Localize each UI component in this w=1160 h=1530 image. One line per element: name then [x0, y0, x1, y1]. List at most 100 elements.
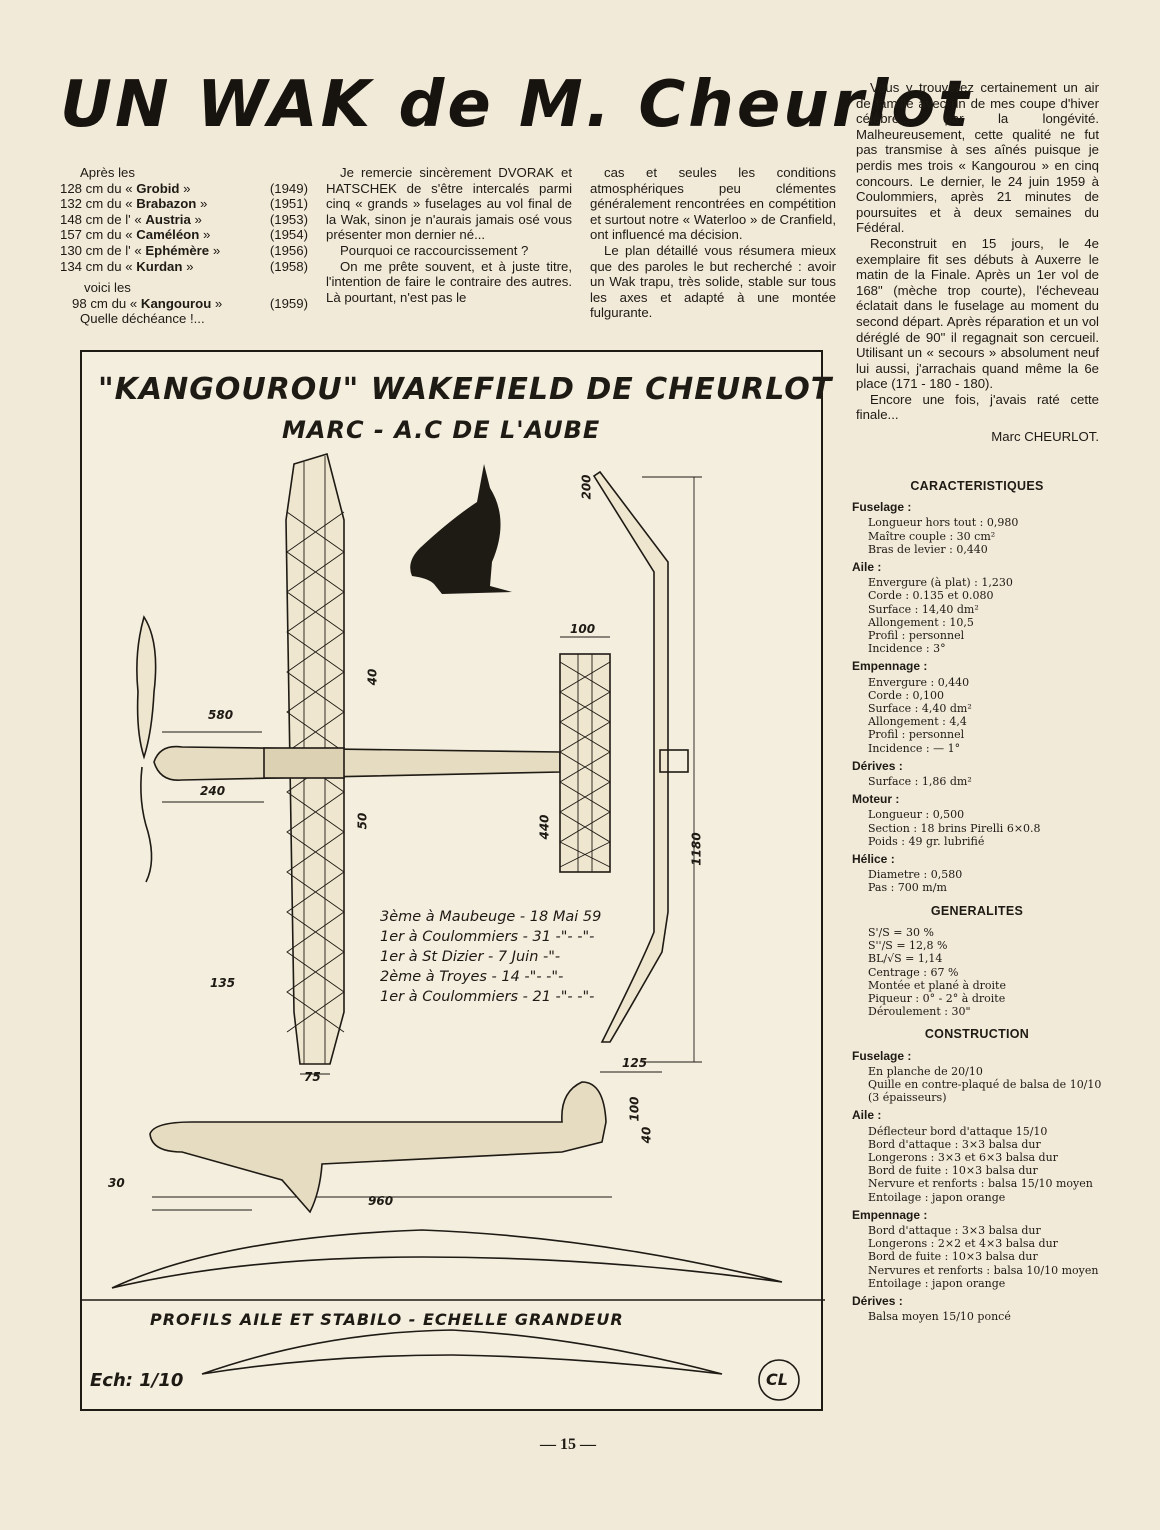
dim-label: 50: [355, 812, 370, 830]
result-line: 1er à Coulommiers - 21 -"- -"-: [380, 989, 595, 1005]
spec-item: Surface : 1,86 dm²: [868, 775, 972, 789]
section-title: CARACTERISTIQUES: [910, 479, 1044, 493]
spec-item: Longueur hors tout : 0,980: [868, 516, 1019, 530]
spec-item: Surface : 4,40 dm²: [868, 702, 972, 716]
paragraph: cas et seules les conditions atmosphériq…: [590, 165, 836, 243]
spec-item: S'/S = 30 %: [868, 925, 934, 939]
spec-item: Bord de fuite : 10×3 balsa dur: [868, 1250, 1038, 1264]
spec-heading: Empennage :: [852, 1207, 928, 1222]
spec-item: Profil : personnel: [868, 629, 965, 643]
spec-group: Empennage : Envergure : 0,440 Corde : 0,…: [852, 660, 1102, 755]
spec-heading: Dérives :: [852, 1293, 903, 1308]
paragraph: Vous y trouverez certainement un air de …: [856, 80, 1099, 236]
spec-item: Corde : 0,100: [868, 688, 945, 702]
record-row-last: 98 cm du « Kangourou »(1959): [72, 295, 308, 311]
spec-heading: Fuselage :: [852, 500, 912, 515]
record-row: 157 cm du « Caméléon »(1954): [60, 227, 308, 243]
spec-item: Longerons : 2×2 et 4×3 balsa dur: [868, 1237, 1058, 1251]
spec-item: S''/S = 12,8 %: [868, 939, 948, 953]
paragraph: Je remercie sincèrement DVORAK et HATSCH…: [326, 165, 572, 243]
spec-item: Balsa moyen 15/10 poncé: [868, 1310, 1011, 1324]
dim-label: 200: [579, 474, 594, 500]
spec-item: Nervure et renforts : balsa 15/10 moyen: [868, 1177, 1093, 1191]
dim-label: 240: [200, 784, 226, 798]
spec-item: Poids : 49 gr. lubrifié: [868, 834, 985, 848]
spec-item: Bord d'attaque : 3×3 balsa dur: [868, 1137, 1041, 1151]
page-number: — 15 —: [540, 1436, 596, 1453]
spec-item: Diametre : 0,580: [868, 868, 963, 882]
spec-item: Maître couple : 30 cm²: [868, 529, 996, 543]
spec-item: Pas : 700 m/m: [868, 881, 947, 895]
column-1: Après les 128 cm du « Grobid »(1949) 132…: [60, 165, 308, 327]
spec-group: Aile : Déflecteur bord d'attaque 15/10 B…: [852, 1108, 1102, 1204]
spec-item: Allongement : 4,4: [868, 715, 967, 729]
result-line: 1er à St Dizier - 7 Juin -"-: [380, 949, 561, 965]
record-row: 132 cm du « Brabazon »(1951): [60, 196, 308, 212]
column-3: cas et seules les conditions atmosphériq…: [590, 165, 836, 321]
spec-item: Incidence : — 1°: [868, 741, 961, 755]
spec-group: Empennage : Bord d'attaque : 3×3 balsa d…: [852, 1207, 1102, 1290]
spec-group: Aile : Envergure (à plat) : 1,230 Corde …: [852, 560, 1102, 656]
spec-item: Déflecteur bord d'attaque 15/10: [868, 1124, 1048, 1138]
signature: Marc CHEURLOT.: [991, 429, 1099, 445]
record-row: 148 cm de l' « Austria »(1953): [60, 211, 308, 227]
result-line: 3ème à Maubeuge - 18 Mai 59: [380, 909, 602, 925]
intro-text: Après les: [80, 165, 135, 180]
spec-item: Déroulement : 30": [868, 1005, 971, 1019]
dim-label: 1180: [689, 832, 704, 866]
competition-results: 3ème à Maubeuge - 18 Mai 59 1er à Coulom…: [380, 907, 601, 1007]
article-title: UN WAK de M. Cheurlot: [60, 68, 972, 142]
dim-label: 100: [570, 622, 596, 636]
result-line: 2ème à Troyes - 14 -"- -"-: [380, 969, 564, 985]
profiles-caption: PROFILS AILE ET STABILO - ECHELLE GRANDE…: [150, 1310, 624, 1329]
paragraph: Reconstruit en 15 jours, le 4e exemplair…: [856, 235, 1099, 392]
end-text: Quelle déchéance !...: [80, 311, 205, 327]
kangaroo-icon: [410, 464, 512, 594]
paragraph: On me prête souvent, et à juste titre, l…: [326, 258, 572, 305]
dim-label: 30: [108, 1176, 125, 1190]
paragraph: Le plan détaillé vous résumera mieux que…: [590, 242, 836, 321]
spec-group: Moteur : Longueur : 0,500 Section : 18 b…: [852, 793, 1102, 848]
spec-item: Entoilage : japon orange: [868, 1190, 1006, 1204]
spec-item: Longueur : 0,500: [868, 808, 965, 822]
plan-title: "KANGOUROU" WAKEFIELD DE CHEURLOT: [98, 372, 833, 407]
plan-illustration: [82, 452, 825, 1401]
spec-heading: Hélice :: [852, 852, 895, 867]
spec-item: Piqueur : 0° - 2° à droite: [868, 991, 1006, 1005]
record-row: 130 cm de l' « Ephémère »(1956): [60, 242, 308, 258]
column-4: Vous y trouverez certainement un air de …: [856, 80, 1099, 445]
spec-item: Allongement : 10,5: [868, 615, 974, 629]
section-title: CONSTRUCTION: [924, 1027, 1030, 1042]
spec-heading: Aile :: [852, 1108, 882, 1123]
dim-label: 40: [639, 1126, 654, 1144]
spec-item: Section : 18 brins Pirelli 6×0.8: [868, 821, 1041, 835]
spec-item: Entoilage : japon orange: [868, 1276, 1006, 1290]
record-row: 128 cm du « Grobid »(1949): [60, 180, 308, 196]
spec-item: Envergure (à plat) : 1,230: [868, 576, 1013, 590]
result-line: 1er à Coulommiers - 31 -"- -"-: [380, 929, 595, 945]
dim-label: 440: [537, 814, 552, 840]
designer-logo: CL: [766, 1370, 788, 1389]
column-2: Je remercie sincèrement DVORAK et HATSCH…: [326, 165, 572, 305]
dim-label: 40: [365, 668, 380, 686]
spec-item: Bras de levier : 0,440: [868, 542, 988, 556]
spec-item: Surface : 14,40 dm²: [868, 602, 979, 616]
spec-group: Fuselage : Longueur hors tout : 0,980 Ma…: [852, 501, 1102, 556]
spec-item: Centrage : 67 %: [868, 965, 959, 979]
paragraph: Encore une fois, j'avais raté cette fina…: [856, 391, 1099, 423]
spec-item: En planche de 20/10: [868, 1064, 983, 1078]
section-title: GENERALITES: [930, 903, 1024, 918]
spec-group: Fuselage : En planche de 20/10 Quille en…: [852, 1048, 1102, 1105]
dim-label: 125: [622, 1056, 648, 1070]
spec-item: Incidence : 3°: [868, 642, 946, 656]
spec-group: Dérives : Surface : 1,86 dm²: [852, 759, 1102, 789]
spec-group: Dérives : Balsa moyen 15/10 poncé: [852, 1293, 1102, 1324]
spec-item: Profil : personnel: [868, 728, 965, 742]
record-row: 134 cm du « Kurdan »(1958): [60, 258, 308, 274]
paragraph: Pourquoi ce raccourcissement ?: [340, 242, 529, 258]
spec-item: Longerons : 3×3 et 6×3 balsa dur: [868, 1150, 1058, 1164]
spec-heading: Fuselage :: [852, 1048, 912, 1063]
spec-item: BL/√S = 1,14: [868, 952, 943, 966]
spec-item: Nervures et renforts : balsa 10/10 moyen: [868, 1263, 1099, 1277]
dim-label: 580: [208, 708, 234, 722]
